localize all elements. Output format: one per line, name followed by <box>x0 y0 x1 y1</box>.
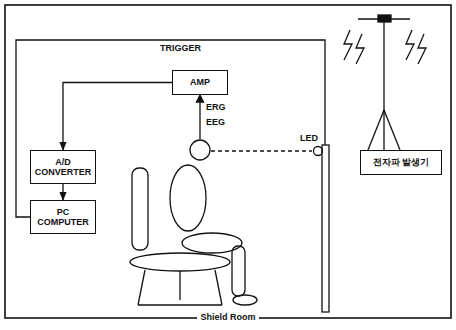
subject-shin <box>232 246 245 296</box>
wave-bolt <box>356 34 364 64</box>
chair-leg <box>138 270 145 305</box>
line-of-sight <box>211 150 312 151</box>
signal-label: TRIGGER <box>160 44 201 54</box>
tripod-leg <box>368 110 384 150</box>
subject-foot <box>233 295 257 305</box>
signal-lead <box>199 99 200 139</box>
room-label: Shield Room <box>197 313 258 323</box>
antenna-mast <box>383 22 384 150</box>
signal-label: EEG <box>206 118 225 128</box>
led-pole <box>322 145 329 312</box>
computer-box: PC COMPUTER <box>30 200 96 234</box>
wave-bolt <box>418 34 426 64</box>
wave-bolt <box>344 30 352 60</box>
arrow-head <box>197 95 204 102</box>
signal-arrow <box>62 184 63 200</box>
component-label: LED <box>300 134 318 144</box>
signal-arrow <box>63 83 172 151</box>
amplifier-box: AMP <box>172 70 228 95</box>
chair-back <box>132 168 148 250</box>
chair-base <box>138 304 222 305</box>
box-text: A/D CONVERTER <box>34 157 92 178</box>
chair-seat <box>130 253 230 271</box>
chair-leg <box>179 271 180 300</box>
subject-head <box>190 140 210 160</box>
box-text: PC COMPUTER <box>34 207 92 228</box>
generator-box: 전자파 발생기 <box>360 150 442 175</box>
tripod-leg <box>384 110 400 150</box>
wave-bolt <box>406 30 414 60</box>
antenna-element <box>378 15 391 22</box>
box-text: AMP <box>190 77 210 87</box>
shield-room-border <box>5 5 451 318</box>
led-symbol <box>314 147 323 156</box>
subject-body <box>170 165 206 231</box>
signal-label: ERG <box>206 103 226 113</box>
converter-box: A/D CONVERTER <box>30 150 96 184</box>
chair-leg <box>215 270 222 305</box>
box-text: 전자파 발생기 <box>373 157 430 167</box>
